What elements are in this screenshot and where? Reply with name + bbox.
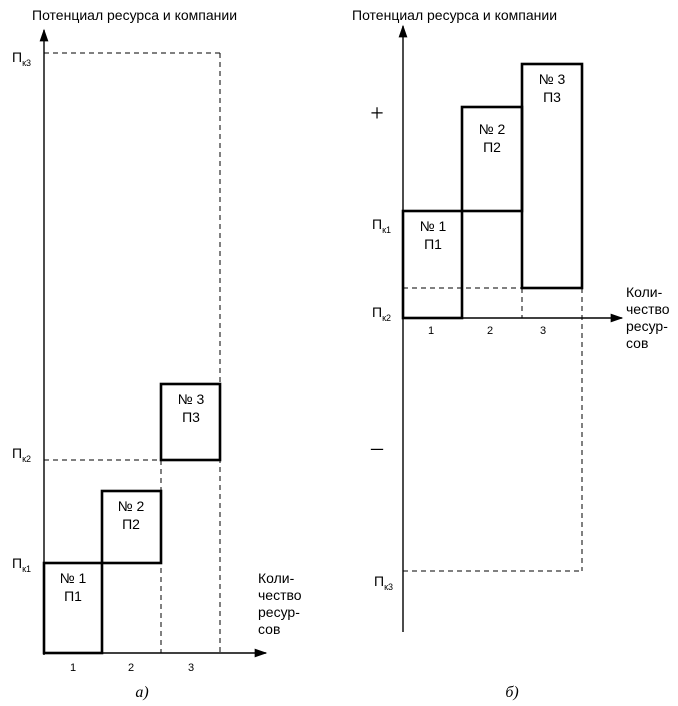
panel-b-tick-3: 3 xyxy=(540,325,546,337)
panel-b-tick-1: 1 xyxy=(428,325,434,337)
panel-b-x-axis-title-3: ресур- xyxy=(626,318,668,334)
panel-a-tick-3: 3 xyxy=(188,662,194,674)
panel-b-resource-box-3 xyxy=(520,62,584,290)
panel-b-y-axis-title: Потенциал ресурса и компании xyxy=(352,7,557,23)
panel-b-box-1-potential: П1 xyxy=(424,236,442,252)
panel-a-caption: а) xyxy=(135,684,148,701)
panel-b-pk3-label: Пк3 xyxy=(374,573,393,592)
panel-b-box-1-number: № 1 xyxy=(420,218,447,234)
panel-b: Потенциал ресурса и компании № 1 П1 № 2 … xyxy=(352,7,670,701)
panel-b-x-axis-title-1: Коли- xyxy=(626,284,663,300)
panel-a-pk2-label: Пк2 xyxy=(12,445,31,464)
panel-a-x-axis-title-2: чество xyxy=(258,587,302,603)
panel-b-resource-box-1 xyxy=(401,209,464,320)
panel-a-resource-box-1 xyxy=(42,561,104,655)
panel-b-minus-sign: – xyxy=(370,435,384,461)
panel-a-resource-box-3 xyxy=(159,382,222,462)
panel-b-tick-2: 2 xyxy=(487,325,493,337)
panel-a-box-2-number: № 2 xyxy=(118,498,145,514)
panel-a-box-3-potential: П3 xyxy=(182,409,200,425)
panel-b-box-3-potential: П3 xyxy=(543,89,561,105)
panel-a-box-1-number: № 1 xyxy=(60,570,87,586)
panel-b-box-3-number: № 3 xyxy=(539,71,566,87)
panel-b-pk2-label: Пк2 xyxy=(372,304,391,323)
panel-a: Потенциал ресурса и компании № 1 П1 № 2 … xyxy=(12,7,302,701)
panel-b-box-2-potential: П2 xyxy=(483,139,501,155)
panel-a-y-axis-title: Потенциал ресурса и компании xyxy=(32,7,237,23)
panel-a-resource-box-2 xyxy=(100,489,163,565)
panel-b-x-axis-title-2: чество xyxy=(626,301,670,317)
panel-a-tick-2: 2 xyxy=(128,662,134,674)
panel-a-x-axis-title-4: сов xyxy=(258,621,280,637)
panel-a-pk3-label: Пк3 xyxy=(12,49,31,68)
panel-a-pk1-label: Пк1 xyxy=(12,555,31,574)
panel-a-tick-1: 1 xyxy=(70,662,76,674)
panel-a-box-3-number: № 3 xyxy=(178,391,205,407)
panel-b-x-axis-title-4: сов xyxy=(626,335,648,351)
panel-a-box-2-potential: П2 xyxy=(122,516,140,532)
panel-b-plus-sign: + xyxy=(370,101,384,127)
panel-b-pk1-label: Пк1 xyxy=(372,216,391,235)
panel-b-caption: б) xyxy=(505,684,518,701)
panel-b-box-2-number: № 2 xyxy=(479,121,506,137)
panel-a-box-1-potential: П1 xyxy=(64,588,82,604)
panel-a-x-axis-title-1: Коли- xyxy=(258,570,295,586)
panel-a-x-axis-title-3: ресур- xyxy=(258,604,300,620)
